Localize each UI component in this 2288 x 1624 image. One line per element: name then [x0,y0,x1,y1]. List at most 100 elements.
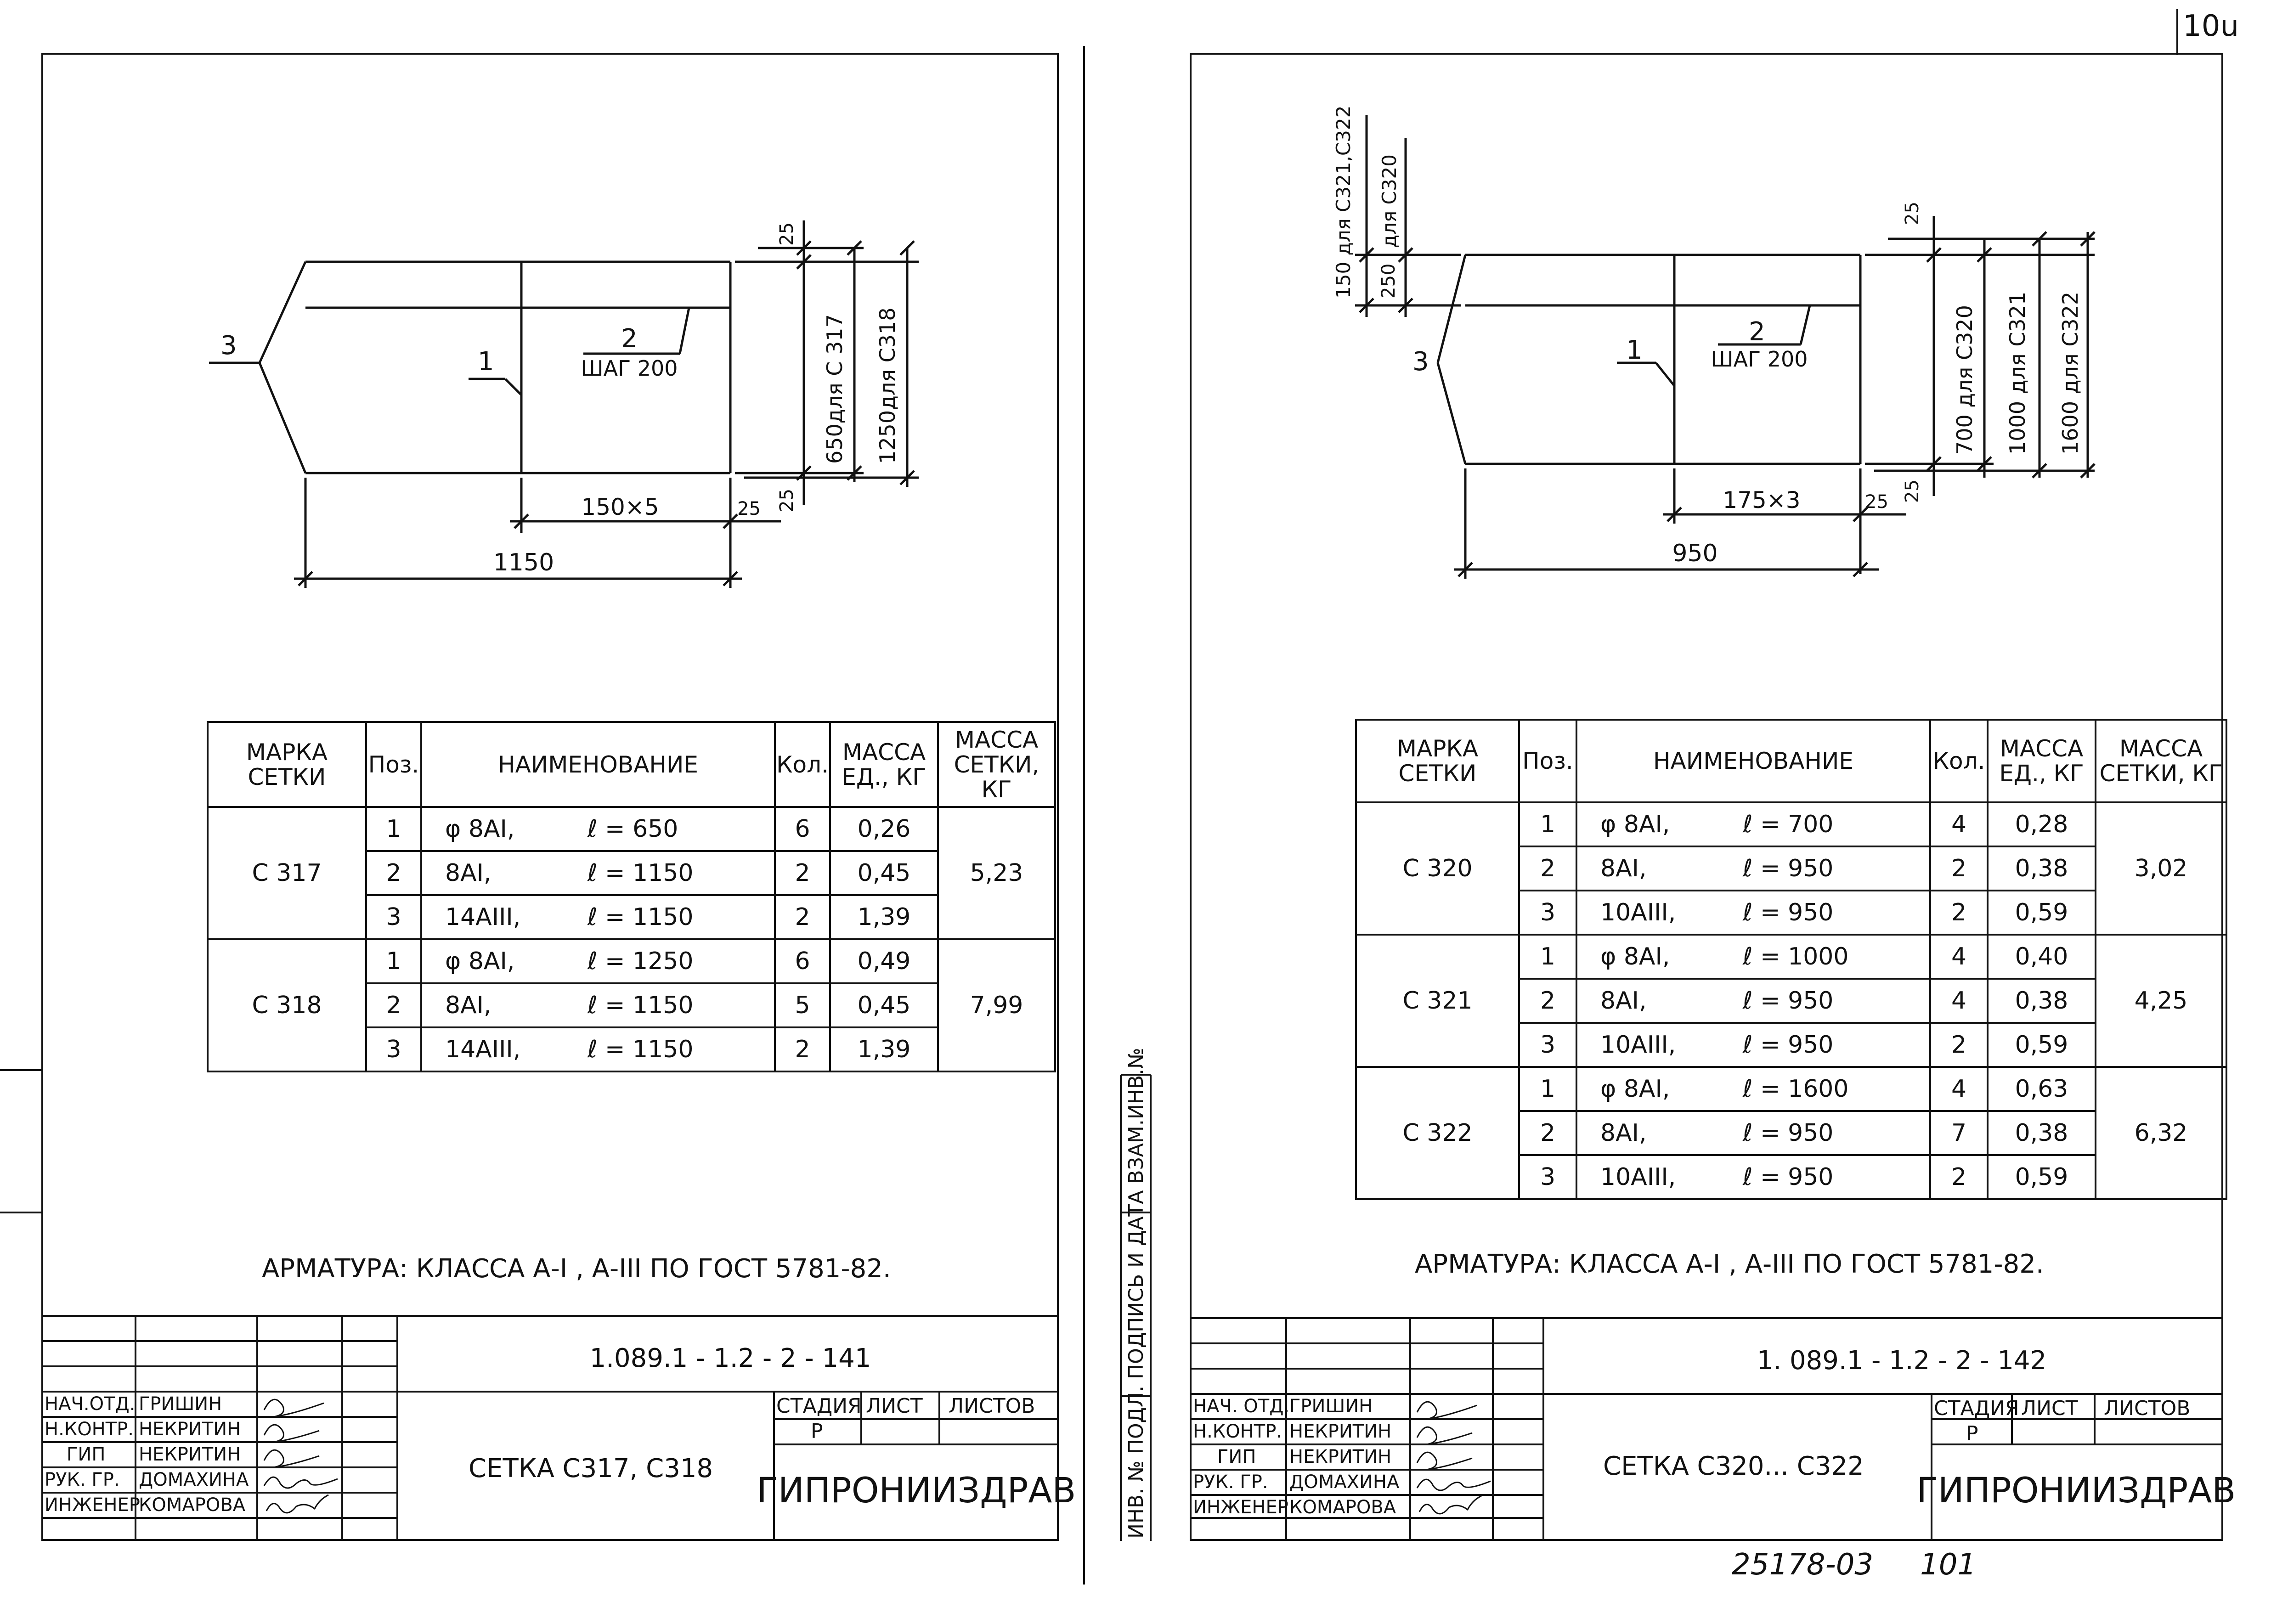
unit-mass-cell: 0,28 [1987,801,2096,847]
dim-right-offset: 25 [737,498,761,519]
unit-mass-cell: 0,59 [1987,1022,2096,1068]
unit-mass-cell: 1,39 [829,894,939,940]
bar-diameter: φ 8АI, [445,815,515,843]
unit-mass-cell: 1,39 [829,1026,939,1072]
unit-mass-cell: 0,38 [1987,1110,2096,1156]
bar-length: ℓ = 1600 [1743,1075,1849,1103]
col-header-total-mass: МАССА СЕТКИ, КГ [2095,719,2227,803]
person-name: НЕКРИТИН [1289,1446,1392,1467]
corner-sheet-number: 10u [2183,9,2239,43]
bar-length: ℓ = 700 [1743,811,1834,838]
col-header-name: НАИМЕНОВАНИЕ [1576,719,1931,803]
pos-2-step-note: ШАГ 200 [1711,347,1808,372]
table-row: 2 8АI,ℓ = 950 7 0,38 [1356,1110,2226,1156]
qty-cell: 2 [774,850,831,896]
qty-cell: 4 [1929,801,1989,847]
dim-pitch: 150×5 [581,494,659,520]
stage-header: СТАДИЯ [1934,1397,2019,1420]
bar-length: ℓ = 1150 [588,859,694,887]
name-cell: 8АI,ℓ = 950 [1576,978,1931,1024]
spec-table-right: МАРКА СЕТКИ Поз. НАИМЕНОВАНИЕ Кол. МАССА… [1355,719,2227,1200]
pos-label-3: 3 [1412,347,1429,377]
mesh-mark: С 320 [1355,801,1520,936]
qty-cell: 5 [774,982,831,1028]
bar-length: ℓ = 1250 [588,947,694,975]
table-row: 3 10АIII,ℓ = 950 2 0,59 [1356,890,2226,936]
table-row: 3 10АIII,ℓ = 950 2 0,59 [1356,1154,2226,1200]
unit-mass-cell: 0,26 [829,806,939,852]
spec-table-left: МАРКА СЕТКИ Поз. НАИМЕНОВАНИЕ Кол. МАССА… [207,721,1056,1072]
person-name: НЕКРИТИН [139,1444,241,1465]
qty-cell: 4 [1929,978,1989,1024]
mesh-mark: С 321 [1355,934,1520,1068]
unit-mass-cell: 0,59 [1987,1154,2096,1200]
name-cell: 8АI,ℓ = 1150 [420,982,776,1028]
table-row: С 318 1 φ 8АI,ℓ = 1250 6 0,49 7,99 [207,938,1056,1072]
drawing-designation: 1. 089.1 - 1.2 - 2 - 142 [1757,1346,2047,1376]
reinforcement-note: АРМАТУРА: КЛАССА А-I , А-III ПО ГОСТ 578… [1415,1249,2044,1279]
col-header-mark: МАРКА СЕТКИ [1355,719,1520,803]
name-cell: φ 8АI,ℓ = 1250 [420,938,776,984]
table-row: 2 8АI,ℓ = 1150 2 0,45 [208,850,1055,896]
col-header-unit-mass: МАССА ЕД., КГ [1987,719,2096,803]
pos-cell: 3 [365,894,422,940]
pos-2-step-note: ШАГ 200 [581,356,678,381]
table-row: 2 8АI,ℓ = 950 4 0,38 [1356,978,2226,1024]
name-cell: φ 8АI,ℓ = 650 [420,806,776,852]
qty-cell: 4 [1929,934,1989,980]
col-header-mark: МАРКА СЕТКИ [207,721,367,808]
name-cell: 8АI, ℓ = 950 [1576,1110,1931,1156]
sheet-title: СЕТКА С317, С318 [469,1454,713,1483]
pos-cell: 1 [1518,801,1577,847]
bar-diameter: 8АI, [1600,1119,1647,1147]
bar-diameter: 10АIII, [1600,1031,1676,1059]
unit-mass-cell: 0,49 [829,938,939,984]
table-row: С 317 1 φ 8АI,ℓ = 650 6 0,26 5,23 [207,806,1056,940]
table-row: 3 10АIII,ℓ = 950 2 0,59 [1356,1022,2226,1068]
col-header-pos: Поз. [1518,719,1577,803]
pos-cell: 2 [365,850,422,896]
bar-length: ℓ = 950 [1743,855,1834,882]
bar-diameter: 8АI, [445,859,491,887]
role-label: ГИП [67,1444,106,1465]
unit-mass-cell: 0,40 [1987,934,2096,980]
table-row: 3 14АIII,ℓ = 1150 2 1,39 [208,1026,1055,1072]
bar-length: ℓ = 950 [1743,1031,1834,1059]
bar-length: ℓ = 1150 [588,992,694,1019]
pos-cell: 2 [365,982,422,1028]
col-header-name: НАИМЕНОВАНИЕ [420,721,776,808]
pos-cell: 3 [1518,1154,1577,1200]
qty-cell: 2 [1929,1022,1989,1068]
total-mass-cell: 3,02 [2095,801,2227,936]
role-label: РУК. ГР. [1193,1472,1268,1493]
total-mass-cell: 6,32 [2095,1066,2227,1200]
pos-cell: 2 [1518,1110,1577,1156]
role-label: НАЧ.ОТД. [45,1393,136,1415]
bar-length: ℓ = 1150 [588,903,694,931]
sheets-count-header: ЛИСТОВ [2104,1397,2191,1420]
role-label: РУК. ГР. [45,1469,120,1490]
table-row: 2 8АI,ℓ = 1150 5 0,45 [208,982,1055,1028]
total-mass-cell: 4,25 [2095,934,2227,1068]
bar-diameter: φ 8АI, [1600,811,1670,838]
bar-diameter: 10АIII, [1600,1163,1676,1191]
table-row: С 320 1 φ 8АI, ℓ = 700 4 0,28 3,02 [1355,801,2227,936]
qty-cell: 6 [774,938,831,984]
mesh-mark: С 318 [207,938,367,1072]
organization-name: ГИПРОНИИЗДРАВ [1916,1470,2236,1511]
bar-diameter: 14АIII, [445,903,521,931]
reinforcement-note: АРМАТУРА: КЛАССА А-I , А-III ПО ГОСТ 578… [262,1254,891,1284]
drawing-designation: 1.089.1 - 1.2 - 2 - 141 [589,1343,871,1373]
person-name: ГРИШИН [1289,1396,1373,1417]
pos-cell: 2 [1518,978,1577,1024]
dim-length: 950 [1672,540,1718,567]
bar-length: ℓ = 950 [1743,1163,1834,1191]
name-cell: 10АIII,ℓ = 950 [1576,890,1931,936]
bar-length: ℓ = 1000 [1743,943,1849,970]
bar-length: ℓ = 950 [1743,1119,1834,1147]
total-mass-cell: 7,99 [937,938,1056,1072]
